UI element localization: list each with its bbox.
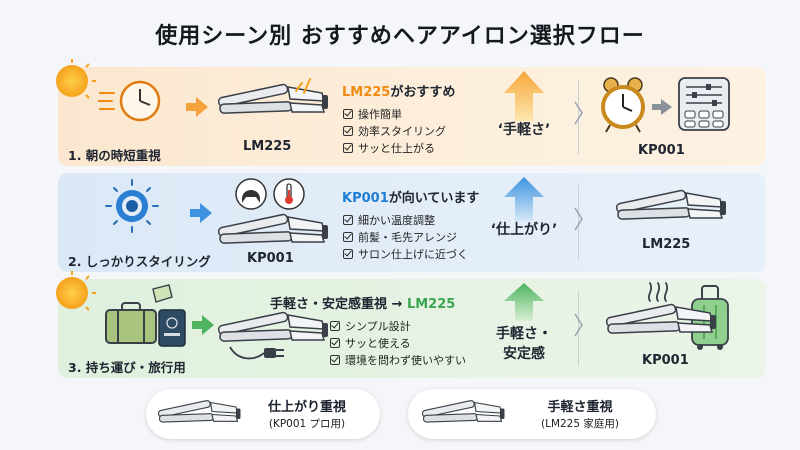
hair-iron-icon [218, 213, 329, 244]
thermometer-icon [273, 178, 305, 210]
emphasis-quote: ‘仕上がり’ [490, 222, 558, 238]
summary-pill-ease: 手軽さ重視 (LM225 家庭用) [408, 389, 656, 439]
model-name: LM225 [243, 139, 292, 154]
checkbox-icon [343, 142, 353, 153]
divider [578, 79, 579, 154]
divider [578, 291, 579, 366]
headline-model: LM225 [406, 297, 456, 312]
arrow-right-icon [190, 203, 212, 223]
feature-item: サッと仕上がる [343, 139, 446, 156]
arrow-right-icon [186, 97, 208, 117]
sparkle-icon [295, 78, 311, 94]
alt-model-name: KP001 [638, 143, 685, 158]
recommendation-headline: 手軽さ・安定感重視 → LM225 [270, 293, 455, 312]
feature-item: シンプル設計 [330, 317, 466, 334]
plug-icon [229, 346, 284, 360]
checkbox-icon [343, 214, 353, 225]
arrow-right-icon [652, 99, 672, 115]
target-icon [105, 179, 159, 233]
headline-model: LM225 [342, 85, 391, 100]
page-title: 使用シーン別 おすすめヘアアイロン選択フロー [155, 24, 645, 49]
headline-model: KP001 [342, 191, 389, 206]
checkbox-icon [343, 125, 353, 136]
suitcase-icon [105, 302, 157, 344]
headline-text: が向いています [388, 191, 480, 206]
row-label: 2. しっかりスタイリング [68, 254, 211, 269]
feature-item: 前髪・毛先アレンジ [343, 228, 468, 245]
checkbox-icon [330, 337, 340, 348]
checkbox-icon [343, 248, 353, 259]
control-panel-icon [678, 77, 730, 131]
up-arrow-icon [504, 177, 544, 221]
summary-pill-finish: 仕上がり重視 (KP001 プロ用) [146, 389, 380, 439]
scene-row-morning: 1. 朝の時短重視 LM225 LM225がおすすめ 操作簡単 効率スタイリング… [56, 59, 766, 166]
model-name: KP001 [247, 251, 294, 266]
passport-icon [158, 309, 186, 347]
checkbox-icon [330, 320, 340, 331]
recommendation-headline: LM225がおすすめ [342, 81, 455, 100]
pill-title: 手軽さ重視 [547, 400, 613, 415]
row-label: 1. 朝の時短重視 [68, 148, 161, 163]
ticket-icon [152, 284, 173, 303]
steam-icon [647, 282, 669, 302]
recommendation-headline: KP001が向いています [342, 187, 479, 206]
headline-text: 手軽さ・安定感重視 → [270, 297, 403, 312]
pill-subtitle: (LM225 家庭用) [541, 418, 619, 430]
alt-model-name: LM225 [642, 237, 691, 252]
feature-list: 操作簡単 効率スタイリング サッと仕上がる [343, 105, 446, 156]
clock-icon [98, 80, 161, 122]
chevron-right-icon [574, 313, 583, 337]
feature-list: シンプル設計 サッと使える 環境を問わず使いやすい [330, 317, 466, 368]
headline-text: がおすすめ [390, 85, 456, 100]
sun-icon [56, 271, 96, 311]
chevron-right-icon [574, 101, 583, 125]
checkbox-icon [343, 231, 353, 242]
emphasis-quote: ‘手軽さ’ [497, 122, 551, 138]
row-label: 3. 持ち運び・旅行用 [68, 360, 186, 375]
scene-row-styling: 2. しっかりスタイリング KP001 KP001が向いています 細かい温度調整… [58, 173, 766, 272]
hair-iron-icon [606, 303, 717, 334]
feature-item: 効率スタイリング [343, 122, 446, 139]
hair-iron-icon [616, 189, 727, 220]
feature-item: 細かい温度調整 [343, 211, 468, 228]
feature-item: 操作簡単 [343, 105, 446, 122]
sun-icon [56, 59, 96, 99]
up-arrow-icon [504, 283, 544, 321]
emphasis-quote-line2: 安定感 [503, 346, 545, 362]
pill-subtitle: (KP001 プロ用) [268, 418, 346, 430]
checkbox-icon [343, 108, 353, 119]
scene-row-travel: 3. 持ち運び・旅行用 手軽さ・安定感重視 → LM225 シンプル設計 サッと… [56, 271, 766, 378]
pill-title: 仕上がり重視 [267, 400, 346, 415]
arrow-right-icon [192, 315, 214, 335]
emphasis-quote-line1: 手軽さ・ [496, 326, 552, 342]
feature-item: 環境を問わず使いやすい [330, 351, 466, 368]
feature-item: サロン仕上げに近づく [343, 245, 468, 262]
chevron-right-icon [574, 207, 583, 231]
checkbox-icon [330, 354, 340, 365]
divider [578, 185, 579, 260]
hair-icon [235, 178, 267, 210]
up-arrow-icon [504, 71, 544, 121]
feature-item: サッと使える [330, 334, 466, 351]
alarm-clock-icon [601, 77, 645, 133]
alt-model-name: KP001 [642, 353, 689, 368]
feature-list: 細かい温度調整 前髪・毛先アレンジ サロン仕上げに近づく [343, 211, 468, 262]
